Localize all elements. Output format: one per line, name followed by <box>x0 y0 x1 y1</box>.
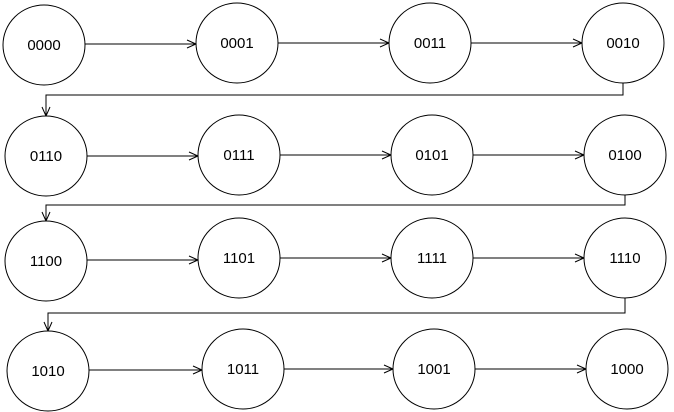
state-label: 0011 <box>414 35 446 52</box>
state-node: 1100 <box>4 220 88 302</box>
state-circle <box>2 4 86 86</box>
edges <box>41 38 626 375</box>
state-label: 1001 <box>417 361 450 378</box>
state-node: 1110 <box>583 217 667 299</box>
state-circle <box>583 114 667 196</box>
state-node: 0001 <box>195 2 279 84</box>
state-node: 1000 <box>585 328 669 410</box>
state-label: 0000 <box>27 37 60 54</box>
state-circle <box>581 2 665 84</box>
state-label: 0101 <box>415 147 448 164</box>
state-label: 1010 <box>31 363 64 380</box>
state-node: 0110 <box>4 115 88 197</box>
state-circle <box>390 114 474 196</box>
state-circle <box>201 328 285 410</box>
state-node: 0111 <box>197 114 281 196</box>
state-label: 1000 <box>610 361 643 378</box>
state-circle <box>585 328 669 410</box>
state-label: 1110 <box>609 250 640 267</box>
state-circle <box>388 2 472 84</box>
state-circle <box>197 217 281 299</box>
state-node: 0101 <box>390 114 474 196</box>
state-label: 1101 <box>223 250 255 267</box>
state-circle <box>392 328 476 410</box>
state-node: 1010 <box>6 330 90 412</box>
state-circle <box>390 217 474 299</box>
row-wrap-connector <box>47 296 626 331</box>
state-label: 0001 <box>220 35 253 52</box>
state-node: 1101 <box>197 217 281 299</box>
state-node: 0000 <box>2 4 86 86</box>
state-node: 1111 <box>390 217 474 299</box>
state-label: 0100 <box>608 147 641 164</box>
state-node: 1011 <box>201 328 285 410</box>
state-node: 0010 <box>581 2 665 84</box>
row-wrap-connector <box>45 81 624 116</box>
state-label: 1111 <box>417 250 447 267</box>
state-label: 1100 <box>30 253 62 270</box>
state-node: 1001 <box>392 328 476 410</box>
state-circle <box>195 2 279 84</box>
row-wrap-connector <box>45 193 626 221</box>
state-circle <box>6 330 90 412</box>
state-circle <box>4 220 88 302</box>
state-label: 0010 <box>606 35 639 52</box>
state-node: 0011 <box>388 2 472 84</box>
state-circle <box>4 115 88 197</box>
state-node: 0100 <box>583 114 667 196</box>
state-label: 0111 <box>223 147 254 164</box>
state-circle <box>197 114 281 196</box>
state-label: 1011 <box>227 361 259 378</box>
state-label: 0110 <box>30 148 62 165</box>
state-circle <box>583 217 667 299</box>
